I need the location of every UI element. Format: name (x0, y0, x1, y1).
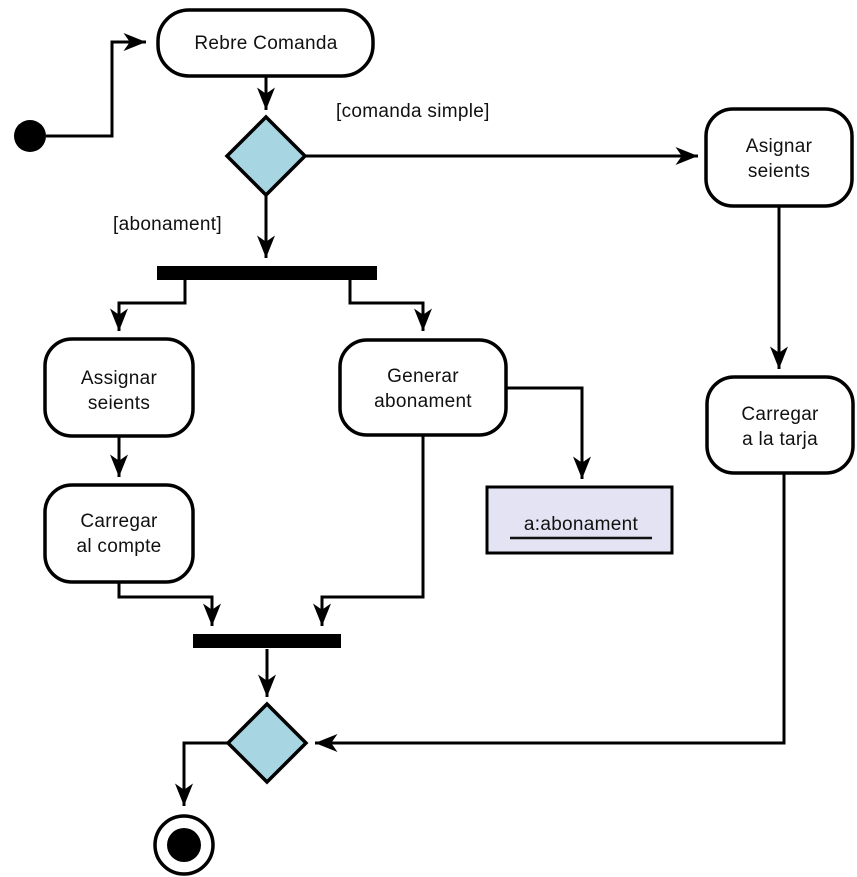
action-carregar-al-compte (43, 483, 195, 584)
edge-fork-to-generar-abonament (348, 280, 432, 331)
action-generar-abonament-label-line2: abonament (374, 391, 472, 412)
edge-fork-to-assignar-seients (110, 280, 187, 331)
guard-comanda-simple: [comanda simple] (336, 101, 490, 122)
action-rebre-comanda (156, 8, 375, 78)
initial-node (14, 120, 46, 152)
guard-abonament: [abonament] (113, 214, 222, 235)
action-assignar-seients (43, 337, 195, 438)
action-generar-abonament-label-line1: Generar (387, 366, 459, 387)
action-asignar-seients-label-line2: seients (748, 161, 810, 182)
edge-generar-to-abonament-object (507, 386, 591, 479)
action-asignar-seients-label-line1: Asignar (746, 136, 813, 157)
join-bar (193, 634, 341, 648)
action-generar-abonament (338, 338, 508, 437)
action-carregar-al-compte-label-line1: Carregar (80, 511, 158, 532)
edge-initial-to-rebre-comanda (46, 33, 146, 138)
action-carregar-al-compte-label-line2: al compte (76, 536, 161, 557)
action-carregar-a-la-tarja-label-line1: Carregar (741, 404, 819, 425)
edge-carregar-compte-to-join (117, 583, 221, 626)
object-node-abonament-label: a:abonament (524, 514, 639, 535)
action-carregar-a-la-tarja (705, 375, 855, 475)
final-node-inner-dot (167, 828, 201, 862)
action-carregar-a-la-tarja-label-line2: a la tarja (742, 429, 818, 450)
merge-decision (225, 701, 309, 785)
action-assignar-seients-label-line1: Assignar (81, 368, 158, 389)
action-assignar-seients-label-line2: seients (88, 393, 150, 414)
object-node-abonament (485, 485, 674, 555)
action-rebre-comanda-label: Rebre Comanda (194, 33, 337, 54)
decision-tipus-comanda (224, 114, 308, 198)
fork-bar (157, 266, 377, 280)
action-asignar-seients (704, 107, 854, 208)
edge-carregar-tarja-to-merge (315, 474, 786, 752)
edge-merge-to-final (175, 741, 228, 806)
edge-generar-to-join (313, 436, 425, 626)
